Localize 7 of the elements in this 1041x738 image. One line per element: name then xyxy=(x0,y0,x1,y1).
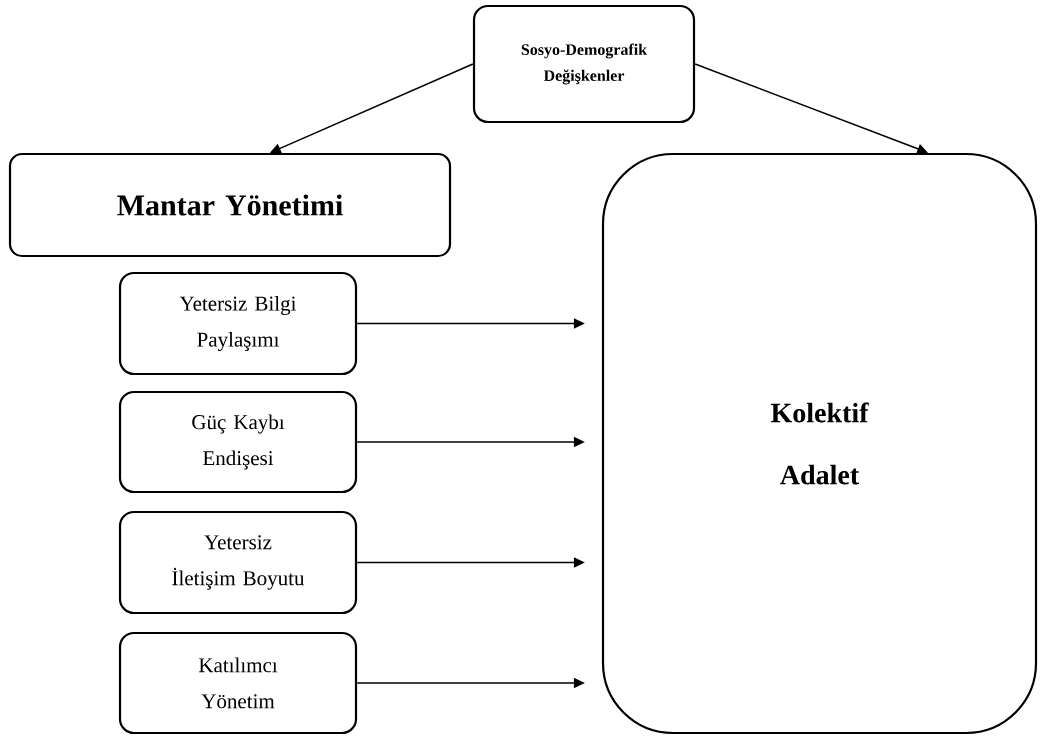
outcome-box: Kolektif Adalet xyxy=(601,152,1038,735)
factor-box: Katılımcı Yönetim xyxy=(118,631,358,735)
heading-box: Mantar Yönetimi xyxy=(8,152,452,258)
header-box: Sosyo-Demografik Değişkenler xyxy=(472,4,696,124)
factor-box: Güç Kaybı Endişesi xyxy=(118,390,358,494)
factor-box: Yetersiz İletişim Boyutu xyxy=(118,510,358,615)
factor-box: Yetersiz Bilgi Paylaşımı xyxy=(118,271,358,376)
